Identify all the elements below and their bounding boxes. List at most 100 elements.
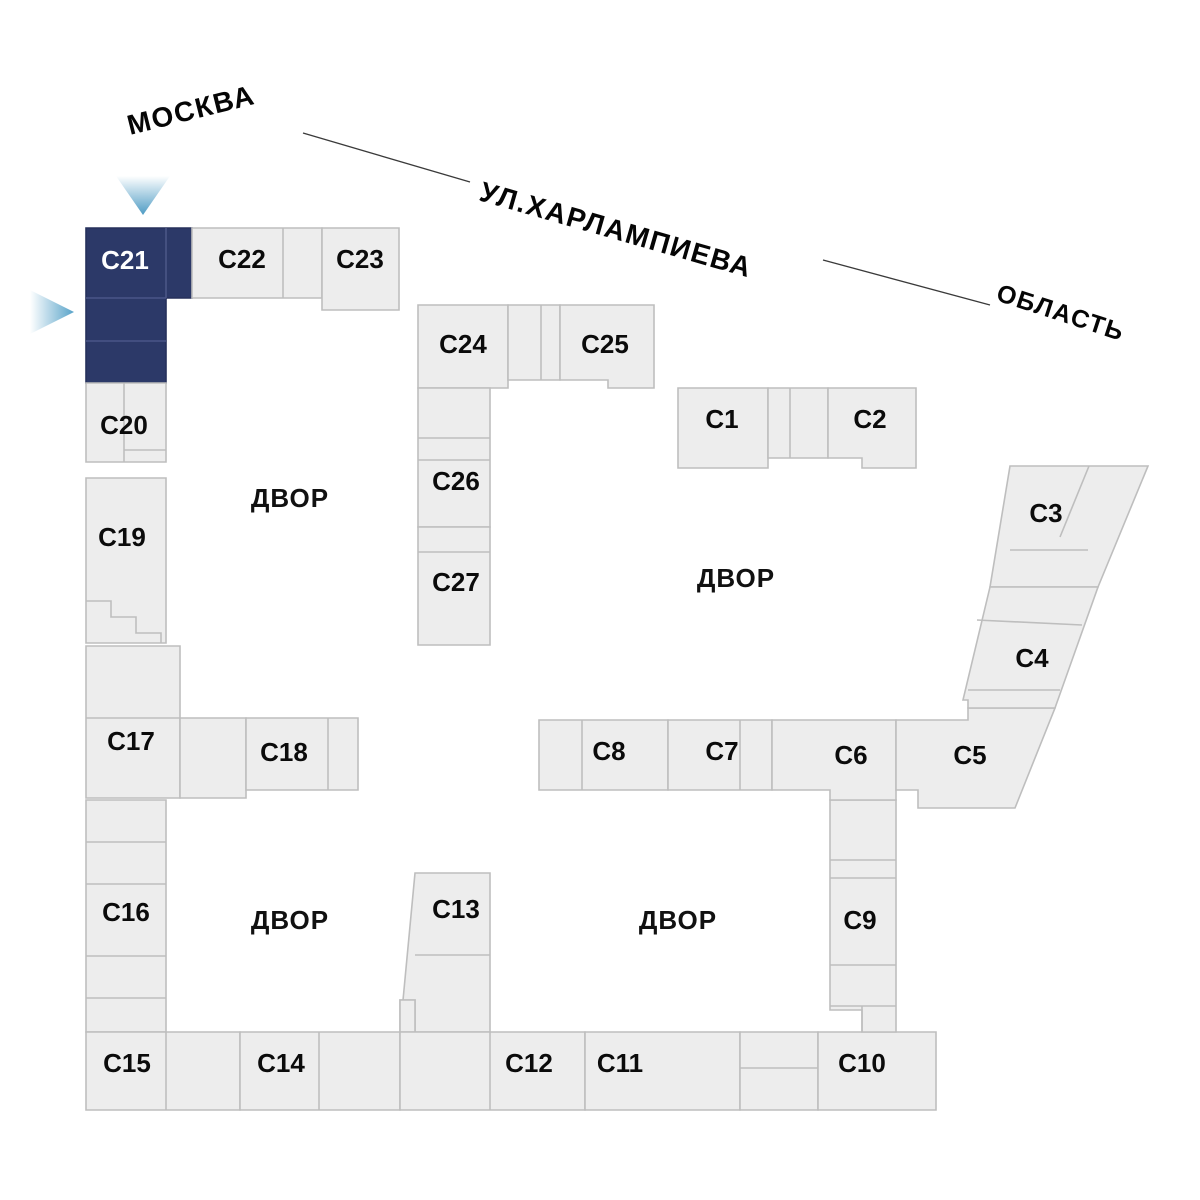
block-label-C23: C23 [336, 244, 384, 274]
block-label-C9: C9 [843, 905, 876, 935]
block-group-C19[interactable]: C19 [85, 477, 167, 644]
block-label-C18: C18 [260, 737, 308, 767]
block-group-C5[interactable]: C5 [895, 707, 1057, 809]
block-dividers-C16 [86, 841, 166, 999]
block-group-C24C25-link[interactable] [507, 304, 561, 381]
block-group-C22[interactable]: C22 [191, 227, 323, 299]
courtyard-label-south-east: ДВОР [639, 905, 717, 935]
block-group-C12[interactable]: C12 [399, 1031, 586, 1111]
block-group-C1C2-link[interactable] [767, 387, 829, 459]
block-group-C2[interactable]: C2 [827, 387, 917, 469]
block-shape-C23[interactable] [321, 227, 400, 311]
block-group-C17[interactable]: C17 [85, 645, 181, 799]
block-dividers-C26 [418, 437, 490, 461]
block-shape-C27[interactable] [417, 526, 491, 646]
block-dividers-C3 [1010, 465, 1090, 551]
block-group-C3[interactable]: C3 [989, 465, 1150, 588]
block-group-C23[interactable]: C23 [321, 227, 400, 311]
block-group-C16[interactable]: C16 [85, 799, 167, 1033]
block-shape-C20[interactable] [85, 382, 167, 463]
block-label-C5: C5 [953, 740, 986, 770]
block-group-C8[interactable]: C8 [538, 719, 669, 791]
block-dividers-C9 [830, 859, 896, 1032]
block-group-C20[interactable]: C20 [85, 382, 167, 463]
block-shape-C24[interactable] [417, 304, 509, 389]
block-label-C1: C1 [705, 404, 738, 434]
block-label-C25: C25 [581, 329, 629, 359]
block-group-C10[interactable]: C10 [817, 1031, 937, 1111]
block-label-C15: C15 [103, 1048, 151, 1078]
block-label-C19: C19 [98, 522, 146, 552]
block-label-C22: C22 [218, 244, 266, 274]
block-shape-C26[interactable] [417, 387, 491, 528]
block-group-C27[interactable]: C27 [417, 526, 491, 646]
block-stair-C19 [86, 600, 162, 643]
block-label-C2: C2 [853, 404, 886, 434]
block-shape-C18[interactable] [245, 717, 359, 791]
block-label-C6: C6 [834, 740, 867, 770]
block-group-C7[interactable]: C7 [667, 719, 773, 791]
street-leader-lines [302, 132, 991, 306]
block-group-C9[interactable]: C9 [829, 799, 897, 1033]
block-dividers-C20 [123, 383, 166, 462]
block-label-C16: C16 [102, 897, 150, 927]
block-group-C4[interactable]: C4 [961, 586, 1100, 709]
block-label-C8: C8 [592, 736, 625, 766]
block-group-C21[interactable]: C21 [85, 227, 193, 384]
block-group-C6[interactable]: C6 [771, 719, 897, 801]
block-group-C25[interactable]: C25 [559, 304, 655, 389]
block-group-C11-link[interactable] [739, 1031, 819, 1111]
leader-line-moskva [302, 132, 471, 183]
courtyard-labels: ДВОР ДВОР ДВОР ДВОР [251, 483, 775, 935]
block-group-C15[interactable]: C15 [85, 1031, 241, 1111]
block-group-C26[interactable]: C26 [417, 387, 491, 528]
block-group-C24[interactable]: C24 [417, 304, 509, 389]
block-shape-C1C2-link[interactable] [767, 387, 829, 459]
marker-right-triangle-icon [30, 290, 74, 334]
block-shape-C2[interactable] [827, 387, 917, 469]
block-label-C20: C20 [100, 410, 148, 440]
block-group-C18[interactable]: C18 [245, 717, 359, 791]
block-label-C7: C7 [705, 736, 738, 766]
block-label-C4: C4 [1015, 643, 1049, 673]
block-shape-C25[interactable] [559, 304, 655, 389]
block-group-C1[interactable]: C1 [677, 387, 769, 469]
block-shape-C4[interactable] [961, 586, 1100, 709]
block-shape-C1[interactable] [677, 387, 769, 469]
marker-down-triangle-icon [116, 176, 170, 215]
block-label-C13: C13 [432, 894, 480, 924]
courtyard-label-south-west: ДВОР [251, 905, 329, 935]
block-shape-C12[interactable] [399, 1031, 586, 1111]
block-group-C11[interactable]: C11 [584, 1031, 741, 1111]
block-shape-C17-link[interactable] [179, 717, 247, 799]
block-label-C10: C10 [838, 1048, 886, 1078]
block-shape-C13-foot[interactable] [399, 999, 416, 1033]
block-label-C3: C3 [1029, 498, 1062, 528]
block-label-C12: C12 [505, 1048, 553, 1078]
block-group-C17-link[interactable] [179, 717, 247, 799]
direction-markers [30, 176, 170, 334]
block-shape-C19[interactable] [85, 477, 167, 644]
block-dividers-C21 [86, 228, 167, 342]
block-group-C13-foot[interactable] [399, 999, 416, 1033]
block-shape-C5[interactable] [895, 707, 1057, 809]
street-label-moskva: МОСКВА [124, 79, 258, 141]
block-dividers-C4 [968, 619, 1083, 691]
block-label-C17: C17 [107, 726, 155, 756]
courtyard-label-north-east: ДВОР [697, 563, 775, 593]
block-shape-C24C25-link[interactable] [507, 304, 561, 381]
block-label-C14: C14 [257, 1048, 305, 1078]
block-label-C26: C26 [432, 466, 480, 496]
block-group-C14[interactable]: C14 [239, 1031, 401, 1111]
block-shape-C3[interactable] [989, 465, 1150, 588]
block-label-C21: C21 [101, 245, 149, 275]
block-shape-C17[interactable] [85, 645, 181, 799]
street-label-oblast: ОБЛАСТЬ [993, 279, 1128, 347]
courtyard-label-north-west: ДВОР [251, 483, 329, 513]
block-label-C27: C27 [432, 567, 480, 597]
block-label-C24: C24 [439, 329, 487, 359]
block-label-C11: C11 [597, 1048, 643, 1078]
block-shape-C11-link[interactable] [739, 1031, 819, 1111]
